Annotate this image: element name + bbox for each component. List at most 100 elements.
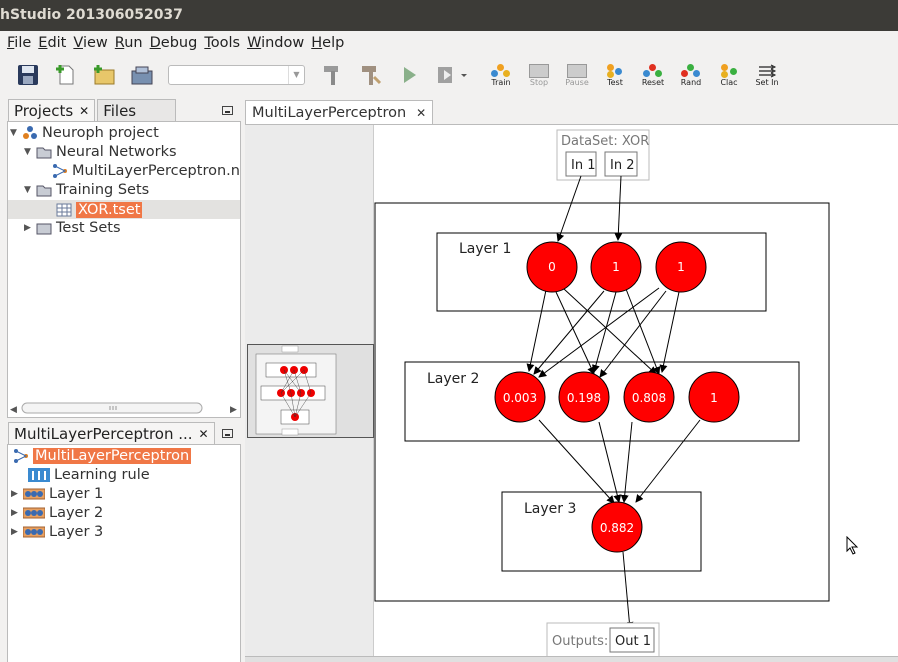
menu-debug[interactable]: Debug bbox=[149, 35, 198, 51]
neuron-l2-1[interactable] bbox=[494, 371, 546, 423]
layer-1-label: Layer 1 bbox=[459, 241, 511, 257]
clean-build-icon[interactable] bbox=[359, 63, 383, 87]
svg-text:◀: ◀ bbox=[10, 405, 17, 415]
new-file-icon[interactable] bbox=[54, 63, 78, 87]
nav-learning-rule-label: Learning rule bbox=[54, 466, 150, 483]
nav-learning-rule[interactable]: Learning rule bbox=[28, 465, 150, 484]
table-file-icon bbox=[56, 203, 72, 217]
tree-training-sets[interactable]: ▼ Training Sets bbox=[24, 180, 149, 199]
configuration-combo[interactable]: ▼ bbox=[168, 65, 305, 85]
horizontal-scrollbar[interactable]: ◀▶ bbox=[10, 401, 238, 415]
pause-button[interactable]: Pause bbox=[559, 63, 595, 87]
collapse-arrow-icon[interactable]: ▶ bbox=[11, 526, 18, 537]
nav-layer-3-label: Layer 3 bbox=[49, 523, 104, 540]
neuron-l1-1-value: 0 bbox=[548, 260, 556, 274]
svg-text:▶: ▶ bbox=[230, 405, 237, 415]
new-project-icon[interactable] bbox=[92, 63, 116, 87]
navigator-tree: MultiLayerPerceptron Learning rule ▶ Lay… bbox=[7, 444, 241, 662]
nav-layer-2-label: Layer 2 bbox=[49, 504, 104, 521]
minimize-icon[interactable] bbox=[222, 106, 233, 115]
expand-arrow-icon[interactable]: ▼ bbox=[24, 146, 31, 157]
chevron-down-icon[interactable]: ▼ bbox=[288, 66, 304, 84]
test-button[interactable]: Test bbox=[597, 63, 633, 87]
network-file-label: MultiLayerPerceptron.n bbox=[72, 162, 240, 179]
build-hammer-icon[interactable] bbox=[321, 63, 345, 87]
neuron-l1-3[interactable] bbox=[655, 241, 707, 293]
tree-project[interactable]: ▼ Neuroph project bbox=[10, 123, 159, 142]
expand-arrow-icon[interactable]: ▼ bbox=[24, 184, 31, 195]
save-icon[interactable] bbox=[16, 63, 40, 87]
menu-bar: File Edit View Run Debug Tools Window He… bbox=[0, 31, 898, 55]
set-input-arrows-icon bbox=[759, 64, 777, 77]
stop-button[interactable]: Stop bbox=[521, 63, 557, 87]
randomize-button[interactable]: Rand bbox=[673, 63, 709, 87]
tree-training-file[interactable]: XOR.tset bbox=[56, 200, 143, 219]
tree-network-file[interactable]: MultiLayerPerceptron.n bbox=[52, 161, 240, 180]
overview-thumbnail[interactable] bbox=[247, 344, 374, 438]
neuron-l1-2[interactable] bbox=[590, 241, 642, 293]
menu-edit[interactable]: Edit bbox=[38, 35, 67, 51]
neuron-l2-2-value: 0.198 bbox=[567, 391, 601, 405]
tab-projects[interactable]: Projects ✕ bbox=[8, 99, 96, 121]
collapse-arrow-icon[interactable]: ▶ bbox=[24, 222, 31, 233]
neuron-l2-1-value: 0.003 bbox=[503, 391, 537, 405]
minimize-icon[interactable] bbox=[222, 429, 233, 438]
neuron-l2-3-value: 0.808 bbox=[632, 391, 666, 405]
menu-run[interactable]: Run bbox=[114, 35, 143, 51]
tab-navigator[interactable]: MultiLayerPerceptron ... ✕ bbox=[8, 422, 215, 444]
tab-navigator-label: MultiLayerPerceptron ... bbox=[14, 424, 193, 443]
project-icon bbox=[22, 125, 38, 140]
neuron-l3-1[interactable] bbox=[591, 501, 643, 553]
close-icon[interactable]: ✕ bbox=[416, 105, 427, 120]
tab-files[interactable]: Files bbox=[97, 99, 177, 121]
neuron-l2-2[interactable] bbox=[558, 371, 610, 423]
debug-icon[interactable] bbox=[435, 63, 469, 87]
input-pin-2-label: In 2 bbox=[610, 158, 634, 173]
collapse-arrow-icon[interactable]: ▶ bbox=[11, 488, 18, 499]
neuron-l2-4[interactable] bbox=[688, 371, 740, 423]
neuron-l1-1[interactable] bbox=[526, 241, 578, 293]
network-graph[interactable]: DataSet: XOR In 1 In 2 Layer 1 Layer 2 L… bbox=[374, 125, 898, 658]
menu-help[interactable]: Help bbox=[311, 35, 345, 51]
toolbar: ▼ Train Stop Pause Test Reset Rand Clac bbox=[0, 56, 898, 94]
neuron-l2-4-value: 1 bbox=[710, 391, 718, 405]
nav-root[interactable]: MultiLayerPerceptron bbox=[13, 446, 192, 465]
menu-tools[interactable]: Tools bbox=[204, 35, 241, 51]
neuron-l1-3-value: 1 bbox=[677, 260, 685, 274]
collapse-arrow-icon[interactable]: ▶ bbox=[11, 507, 18, 518]
editor-tab[interactable]: MultiLayerPerceptron ✕ bbox=[245, 100, 434, 124]
menu-file[interactable]: File bbox=[7, 35, 32, 51]
tree-test-sets[interactable]: ▶ Test Sets bbox=[24, 218, 121, 237]
layer-2-label: Layer 2 bbox=[427, 371, 479, 387]
reset-button[interactable]: Reset bbox=[635, 63, 671, 87]
window-title: hStudio 201306052037 bbox=[0, 7, 183, 23]
expand-arrow-icon[interactable]: ▼ bbox=[10, 127, 17, 138]
nav-layer-1[interactable]: ▶ Layer 1 bbox=[11, 484, 103, 503]
close-icon[interactable]: ✕ bbox=[79, 103, 90, 118]
network-icon bbox=[13, 448, 29, 463]
menu-window[interactable]: Window bbox=[247, 35, 305, 51]
calculate-button[interactable]: Clac bbox=[711, 63, 747, 87]
test-sets-label: Test Sets bbox=[56, 219, 121, 236]
project-label: Neuroph project bbox=[42, 124, 159, 141]
calculate-label: Clac bbox=[720, 77, 738, 87]
tree-neural-networks[interactable]: ▼ Neural Networks bbox=[24, 142, 177, 161]
neuron-l2-3[interactable] bbox=[623, 371, 675, 423]
navigator-panel-tabs: MultiLayerPerceptron ... ✕ bbox=[8, 422, 217, 444]
nav-layer-3[interactable]: ▶ Layer 3 bbox=[11, 522, 103, 541]
output-pin-1[interactable] bbox=[609, 627, 655, 653]
open-project-icon[interactable] bbox=[130, 63, 154, 87]
folder-icon bbox=[36, 145, 52, 159]
training-file-label: XOR.tset bbox=[76, 201, 143, 218]
train-button[interactable]: Train bbox=[483, 63, 519, 87]
close-icon[interactable]: ✕ bbox=[198, 426, 209, 441]
set-input-button[interactable]: Set In bbox=[749, 64, 785, 87]
learning-rule-icon bbox=[28, 467, 50, 482]
menu-view[interactable]: View bbox=[73, 35, 108, 51]
overview-thumbnail-graph bbox=[255, 345, 337, 436]
nav-layer-2[interactable]: ▶ Layer 2 bbox=[11, 503, 103, 522]
tab-projects-label: Projects bbox=[14, 101, 74, 120]
run-icon[interactable] bbox=[397, 63, 421, 87]
folder-icon bbox=[36, 221, 52, 235]
layer-icon bbox=[22, 487, 46, 501]
